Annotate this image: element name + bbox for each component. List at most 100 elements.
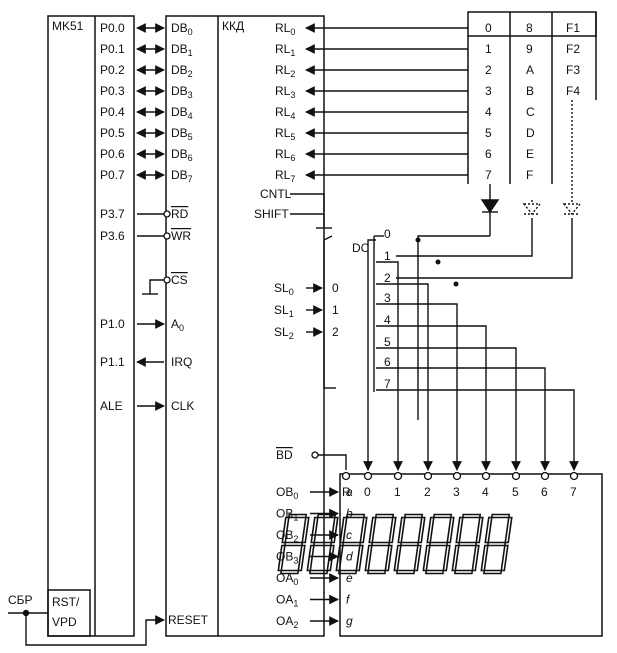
ob-label-0: OB0 [276, 485, 298, 501]
dec-out-line-0 [363, 239, 376, 471]
segment [403, 513, 424, 519]
oa-label-0: OA0 [276, 571, 298, 587]
key-c1-6: E [526, 147, 534, 161]
key-c2-0: F1 [566, 21, 580, 35]
segment [455, 516, 464, 544]
segment [397, 516, 406, 544]
dec-out-6: 6 [384, 355, 391, 369]
digit-3 [364, 513, 397, 575]
segment [326, 544, 335, 572]
segment [337, 569, 358, 575]
seg-label-1: b [346, 507, 353, 521]
junction-0 [415, 237, 421, 243]
db-label-6: DB6 [171, 147, 193, 163]
segment [330, 516, 339, 544]
key-c0-6: 6 [485, 147, 492, 161]
segment [428, 541, 449, 547]
segment [366, 569, 387, 575]
shift-label: SHIFT [254, 207, 289, 221]
key-c0-2: 2 [485, 63, 492, 77]
segment [316, 513, 337, 519]
rl-label-4: RL4 [275, 105, 295, 121]
segment [308, 569, 329, 575]
rl-label-1: RL1 [275, 42, 295, 58]
bd-line [318, 454, 347, 470]
segment [422, 544, 431, 572]
key-c2-2: F3 [566, 63, 580, 77]
dec-in-2: 2 [332, 325, 339, 339]
segment [442, 544, 451, 572]
segment [486, 541, 507, 547]
key-c1-1: 9 [526, 42, 533, 56]
rst-label: RST/ [52, 595, 80, 609]
segment [490, 513, 511, 519]
segment [301, 516, 310, 544]
dec-out-7: 7 [384, 377, 391, 391]
digit-label-5: 4 [482, 485, 489, 499]
irq-label: IRQ [171, 355, 192, 369]
cs-bubble [163, 276, 171, 284]
seg-label-5: f [346, 593, 351, 607]
mcu-port-2: P0.2 [100, 63, 125, 77]
segment [370, 541, 391, 547]
digit-label-6: 5 [512, 485, 519, 499]
wr-label: WR [171, 229, 191, 243]
signal-lines [136, 23, 579, 626]
segment [306, 544, 315, 572]
segment [424, 569, 445, 575]
rl-label-7: RL7 [275, 168, 295, 184]
mcu-port-7: P0.7 [100, 168, 125, 182]
dec-out-3: 3 [384, 291, 391, 305]
digit-label-2: 1 [394, 485, 401, 499]
dec-in-0: 0 [332, 281, 339, 295]
dec-out-5: 5 [384, 335, 391, 349]
dec-out-line-1 [376, 261, 403, 471]
mcu-port-5: P0.5 [100, 126, 125, 140]
key-c1-3: B [526, 84, 534, 98]
seg-label-2: c [346, 528, 352, 542]
digit-1 [306, 513, 339, 575]
key-c0-1: 1 [485, 42, 492, 56]
key-c1-5: D [526, 126, 535, 140]
seg-label-6: g [346, 614, 353, 628]
segment [471, 544, 480, 572]
key-c2-1: F2 [566, 42, 580, 56]
dec-out-1: 1 [384, 249, 391, 263]
segment [355, 544, 364, 572]
junction-2 [453, 281, 459, 287]
db-label-5: DB5 [171, 126, 193, 142]
segment [417, 516, 426, 544]
oa-label-1: OA1 [276, 593, 298, 609]
key-c1-0: 8 [526, 21, 533, 35]
key-c1-4: C [526, 105, 535, 119]
p36-label: P3.6 [100, 229, 125, 243]
segment [446, 516, 455, 544]
mcu-port-6: P0.6 [100, 147, 125, 161]
segment [310, 516, 319, 544]
bd-bubble [311, 451, 319, 459]
segment [395, 569, 416, 575]
p37-label: P3.7 [100, 207, 125, 221]
digit-pin-6 [511, 471, 521, 481]
db-label-3: DB3 [171, 84, 193, 100]
segment [388, 516, 397, 544]
digit-label-7: 6 [541, 485, 548, 499]
decoder-block [323, 235, 384, 392]
digit-0 [277, 513, 310, 575]
clk-label: CLK [171, 399, 194, 413]
key-c1-7: F [526, 168, 533, 182]
sl-label-1: SL1 [274, 303, 294, 319]
key-c0-7: 7 [485, 168, 492, 182]
digit-pin-8 [569, 471, 579, 481]
key-c0-3: 3 [485, 84, 492, 98]
p11-label: P1.1 [100, 355, 125, 369]
segment [374, 513, 395, 519]
db-label-1: DB1 [171, 42, 193, 58]
db-label-7: DB7 [171, 168, 193, 184]
dec-out-line-5 [376, 347, 521, 471]
segment [359, 516, 368, 544]
